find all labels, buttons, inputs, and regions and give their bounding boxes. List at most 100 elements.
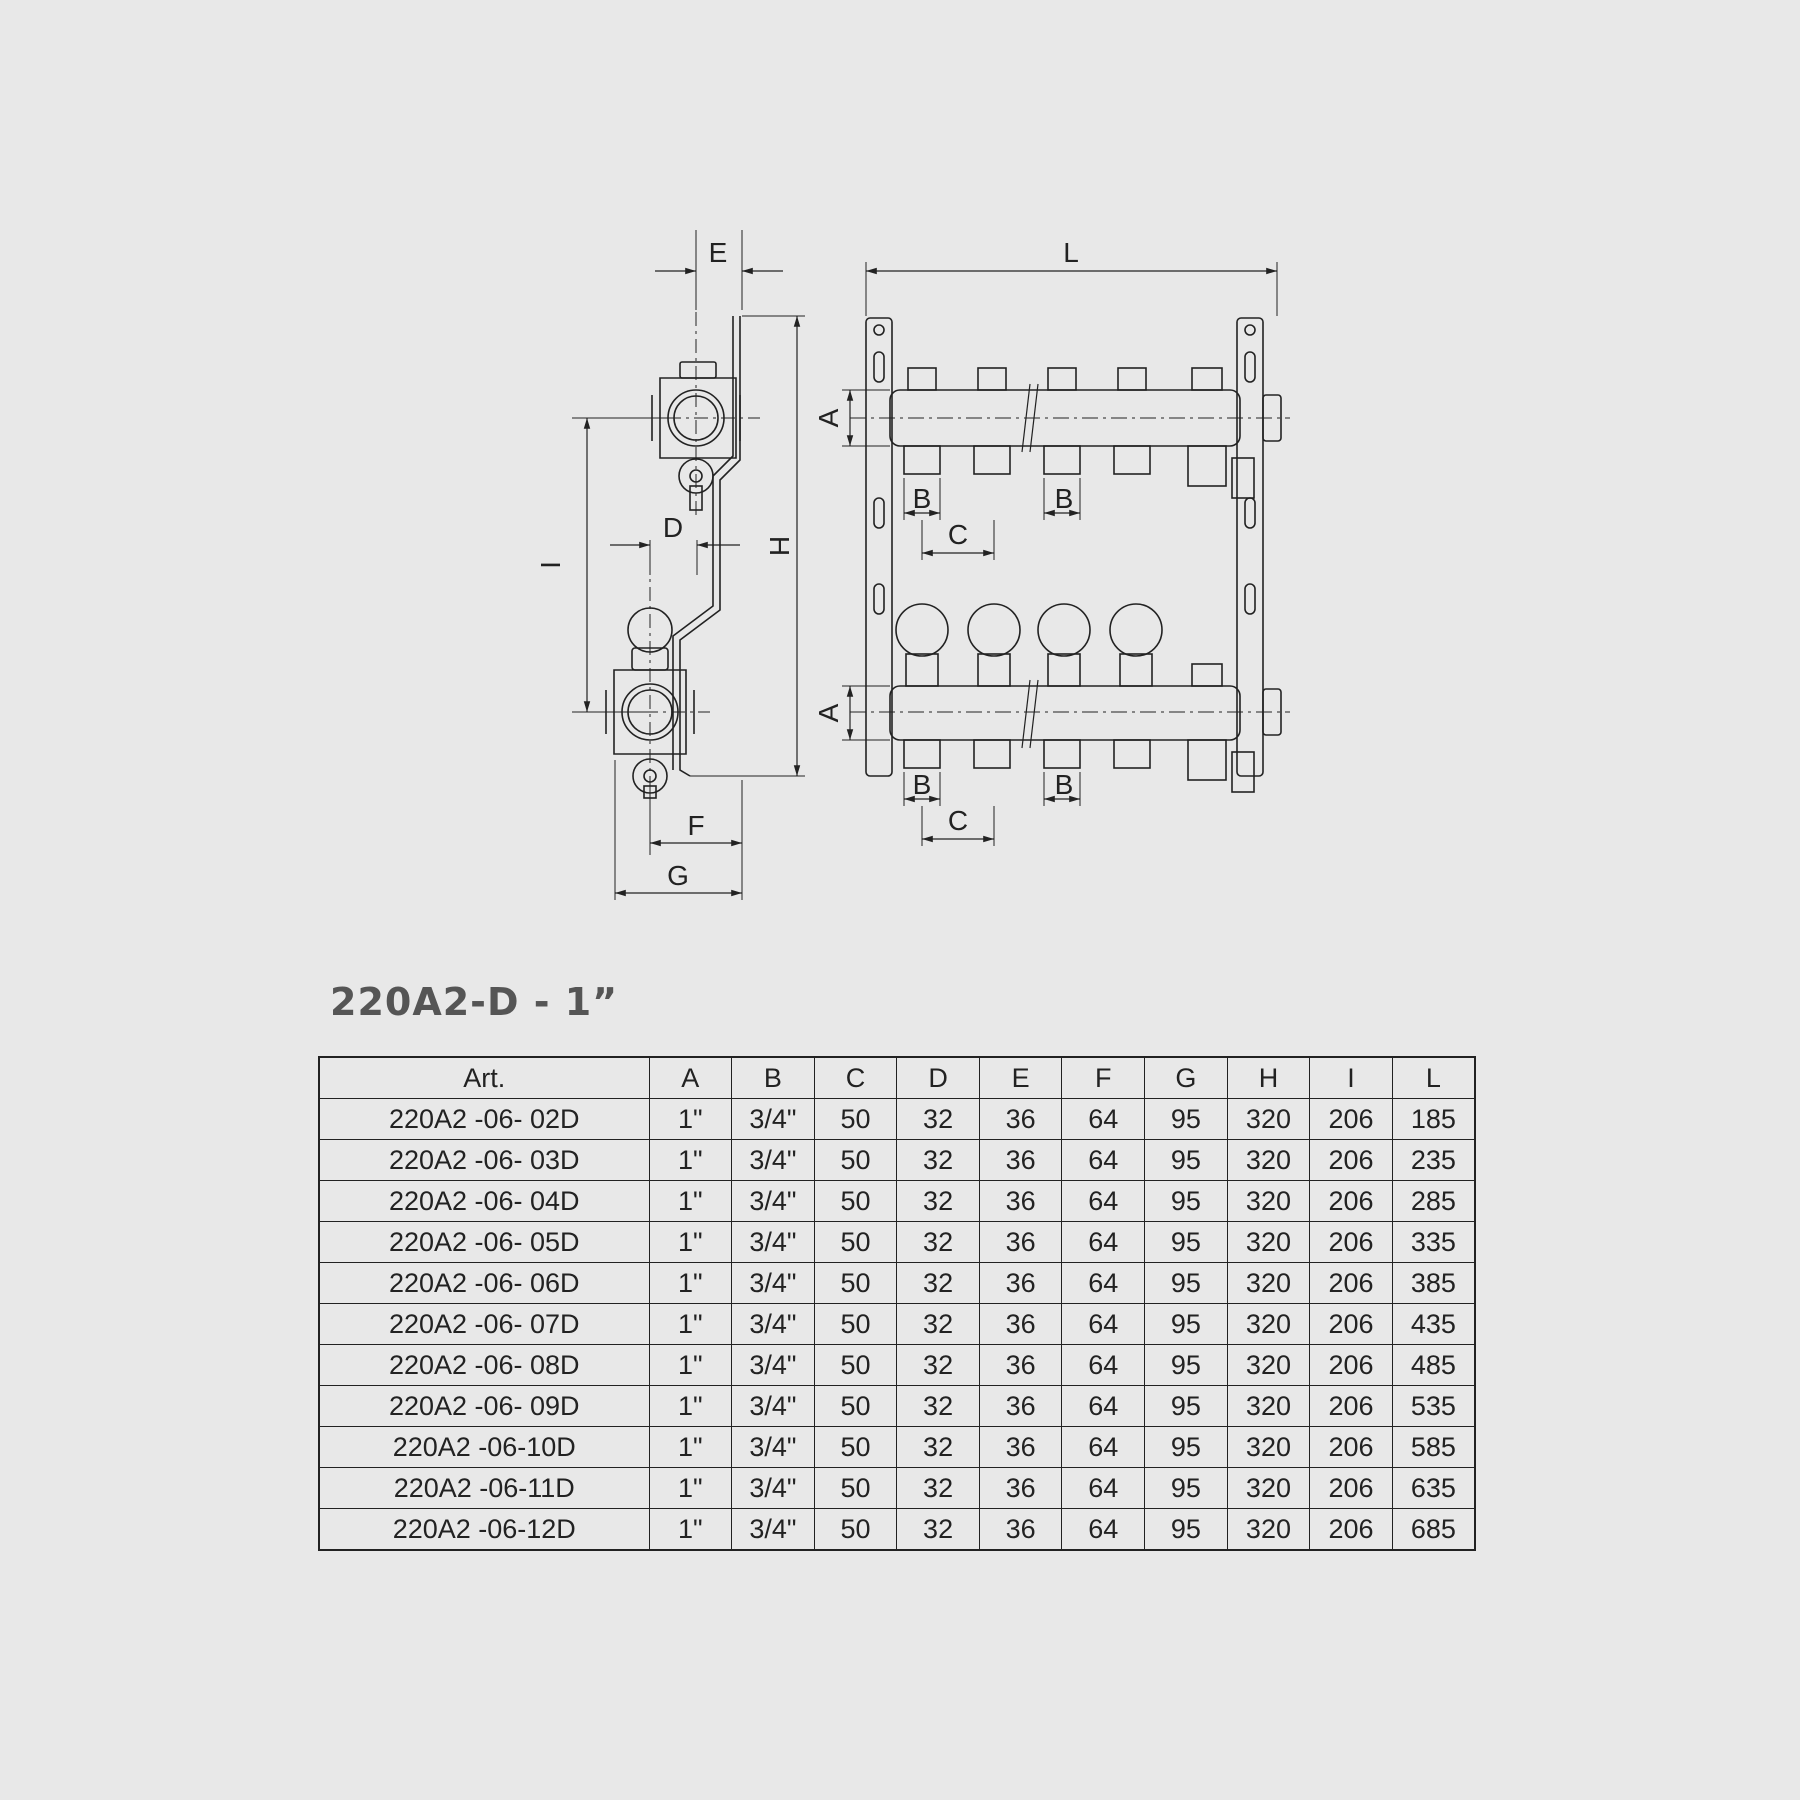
table-cell: 50 [813, 1221, 898, 1263]
table-cell: 64 [1061, 1221, 1146, 1263]
table-cell: 95 [1144, 1098, 1228, 1140]
table-cell: 64 [1061, 1467, 1146, 1509]
table-cell: 335 [1391, 1221, 1476, 1263]
table-cell: 36 [978, 1508, 1063, 1551]
table-cell: 320 [1226, 1262, 1311, 1304]
table-cell: 635 [1391, 1467, 1476, 1509]
table-cell: 3/4" [731, 1467, 815, 1509]
table-cell: 535 [1391, 1385, 1476, 1427]
dim-label-b-lower-2: B [1055, 769, 1074, 800]
table-cell: 50 [813, 1385, 898, 1427]
table-cell: 320 [1226, 1467, 1311, 1509]
table-cell: 1" [648, 1262, 733, 1304]
table-cell: 320 [1226, 1344, 1311, 1386]
dim-label-e: E [709, 237, 728, 268]
table-header-cell: E [978, 1056, 1063, 1099]
technical-drawing: E L H I D F G A A B B C B B C [535, 230, 1290, 900]
dim-label-a-upper: A [813, 408, 844, 427]
table-cell: 36 [978, 1467, 1063, 1509]
table-cell: 206 [1309, 1426, 1393, 1468]
table-header-cell: C [813, 1056, 898, 1099]
table-cell: 32 [896, 1426, 980, 1468]
table-cell: 3/4" [731, 1303, 815, 1345]
dim-label-d: D [663, 512, 683, 543]
table-cell: 36 [978, 1098, 1063, 1140]
table-cell: 50 [813, 1098, 898, 1140]
table-cell: 64 [1061, 1508, 1146, 1551]
table-cell: 220A2 -06- 03D [318, 1139, 650, 1181]
table-cell: 1" [648, 1385, 733, 1427]
table-cell: 206 [1309, 1262, 1393, 1304]
table-cell: 36 [978, 1303, 1063, 1345]
table-cell: 32 [896, 1180, 980, 1222]
table-cell: 1" [648, 1221, 733, 1263]
table-cell: 64 [1061, 1098, 1146, 1140]
dim-label-l: L [1063, 237, 1079, 268]
table-cell: 50 [813, 1467, 898, 1509]
table-cell: 3/4" [731, 1098, 815, 1140]
table-cell: 36 [978, 1262, 1063, 1304]
table-cell: 50 [813, 1180, 898, 1222]
table-cell: 64 [1061, 1426, 1146, 1468]
table-cell: 32 [896, 1303, 980, 1345]
table-header-cell: A [648, 1056, 733, 1099]
table-cell: 3/4" [731, 1180, 815, 1222]
table-cell: 585 [1391, 1426, 1476, 1468]
table-cell: 50 [813, 1344, 898, 1386]
table-cell: 320 [1226, 1180, 1311, 1222]
dim-label-b-upper-2: B [1055, 483, 1074, 514]
table-cell: 320 [1226, 1303, 1311, 1345]
table-cell: 36 [978, 1385, 1063, 1427]
table-cell: 32 [896, 1508, 980, 1551]
table-cell: 64 [1061, 1344, 1146, 1386]
table-cell: 320 [1226, 1426, 1311, 1468]
table-header-cell: D [896, 1056, 980, 1099]
table-cell: 1" [648, 1467, 733, 1509]
table-header-cell: Art. [318, 1056, 650, 1099]
dim-label-b-lower-1: B [913, 769, 932, 800]
table-cell: 3/4" [731, 1344, 815, 1386]
table-cell: 95 [1144, 1139, 1228, 1181]
table-cell: 435 [1391, 1303, 1476, 1345]
table-cell: 95 [1144, 1344, 1228, 1386]
table-cell: 385 [1391, 1262, 1476, 1304]
table-cell: 3/4" [731, 1385, 815, 1427]
table-cell: 1" [648, 1180, 733, 1222]
table-cell: 95 [1144, 1221, 1228, 1263]
table-cell: 485 [1391, 1344, 1476, 1386]
table-cell: 64 [1061, 1180, 1146, 1222]
table-cell: 50 [813, 1426, 898, 1468]
table-cell: 3/4" [731, 1508, 815, 1551]
table-cell: 320 [1226, 1221, 1311, 1263]
table-cell: 220A2 -06- 02D [318, 1098, 650, 1140]
table-cell: 1" [648, 1098, 733, 1140]
dim-label-i: I [535, 561, 566, 569]
table-cell: 3/4" [731, 1221, 815, 1263]
table-cell: 36 [978, 1221, 1063, 1263]
table-cell: 220A2 -06- 09D [318, 1385, 650, 1427]
dim-label-c-upper: C [948, 519, 968, 550]
table-cell: 206 [1309, 1467, 1393, 1509]
table-cell: 320 [1226, 1139, 1311, 1181]
table-header-cell: B [731, 1056, 815, 1099]
table-cell: 220A2 -06- 06D [318, 1262, 650, 1304]
dim-label-f: F [687, 810, 704, 841]
table-cell: 320 [1226, 1385, 1311, 1427]
table-cell: 64 [1061, 1139, 1146, 1181]
table-cell: 36 [978, 1344, 1063, 1386]
table-cell: 206 [1309, 1303, 1393, 1345]
table-header-cell: F [1061, 1056, 1146, 1099]
table-cell: 220A2 -06-12D [318, 1508, 650, 1551]
table-cell: 3/4" [731, 1139, 815, 1181]
table-cell: 206 [1309, 1344, 1393, 1386]
table-cell: 36 [978, 1139, 1063, 1181]
table-cell: 235 [1391, 1139, 1476, 1181]
table-cell: 220A2 -06-10D [318, 1426, 650, 1468]
table-cell: 206 [1309, 1508, 1393, 1551]
table-cell: 220A2 -06- 05D [318, 1221, 650, 1263]
